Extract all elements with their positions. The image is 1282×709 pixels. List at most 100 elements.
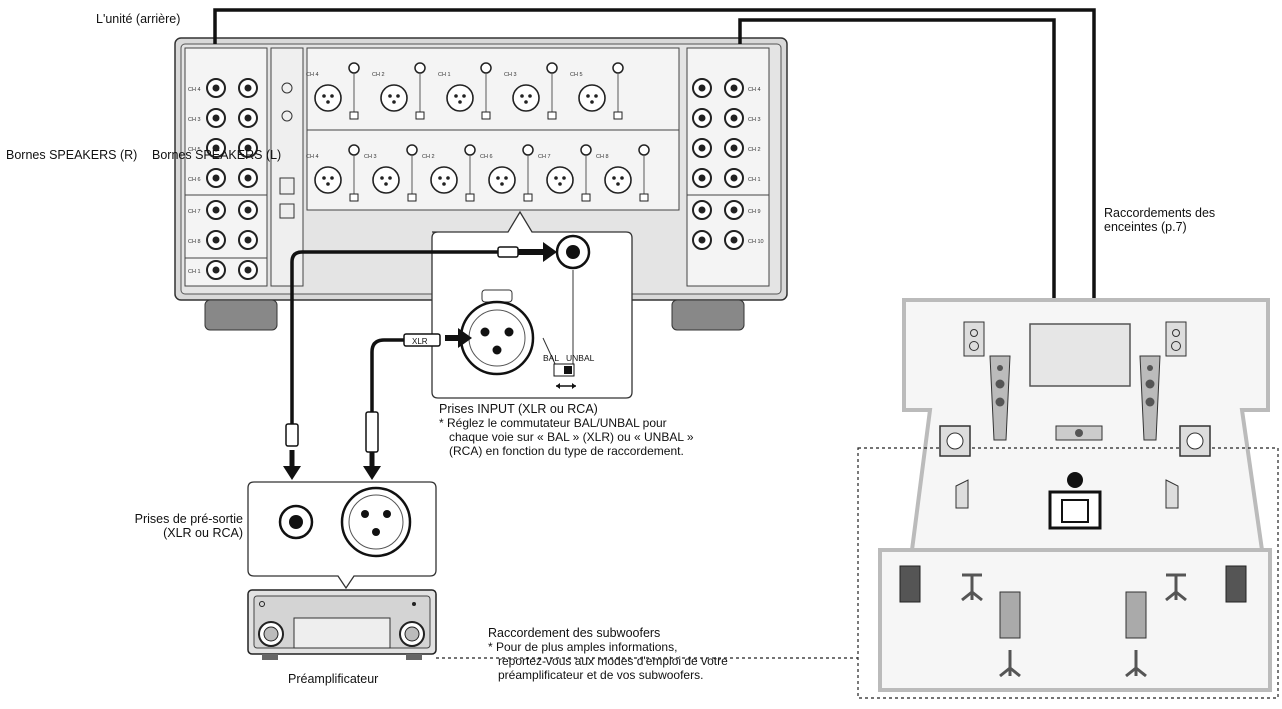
- front-speakers: [963, 321, 1187, 441]
- input-jack: CH 7: [538, 144, 592, 202]
- cables: [213, 8, 1096, 440]
- subwoofer-note-line-2: reportez-vous aux modes d'emploi de votr…: [498, 654, 728, 668]
- input-channel-label: CH 8: [596, 154, 609, 160]
- terminal-post-core: [212, 174, 220, 182]
- terminal-post-core: [212, 144, 220, 152]
- xlr-pin: [438, 176, 442, 180]
- input-jack: CH 2: [422, 144, 476, 202]
- preout-line-1: Prises de pré-sortie: [134, 512, 243, 526]
- right-speaker-terminals: CH 4CH 3CH 2CH 1CH 9CH 10: [692, 78, 764, 250]
- terminal-post-core: [730, 206, 738, 214]
- terminal-channel-label: CH 1: [188, 269, 201, 275]
- xlr-jack: [578, 84, 606, 112]
- input-note-line-2: chaque voie sur « BAL » (XLR) ou « UNBAL…: [449, 430, 694, 444]
- terminal-post-core: [698, 144, 706, 152]
- xlr-jack: [546, 166, 574, 194]
- input-detail-callout: BAL UNBAL: [431, 210, 633, 399]
- xlr-pin: [562, 176, 566, 180]
- terminal-channel-label: CH 5: [188, 147, 201, 153]
- rca-plug: [497, 246, 519, 258]
- terminal-post-core: [212, 206, 220, 214]
- xlr-pin: [392, 100, 396, 104]
- terminal-row: CH 9: [692, 200, 761, 220]
- rca-jack: [522, 144, 534, 156]
- terminal-channel-label: CH 1: [748, 177, 761, 183]
- input-jack: CH 6: [480, 144, 534, 202]
- xlr-pin: [326, 100, 330, 104]
- input-jack: CH 3: [504, 62, 558, 120]
- rca-jack: [464, 144, 476, 156]
- input-jacks-label: Prises INPUT (XLR ou RCA) * Réglez le co…: [439, 402, 694, 458]
- unbal-label: UNBAL: [566, 353, 595, 363]
- rca-jack: [580, 144, 592, 156]
- input-jack: CH 2: [372, 62, 426, 120]
- xlr-pin: [528, 94, 532, 98]
- xlr-pin: [504, 176, 508, 180]
- rca-jack: [414, 62, 426, 74]
- speakers-r-label: Bornes SPEAKERS (R): [6, 148, 138, 162]
- xlr-pin: [330, 176, 334, 180]
- subwoofer-note-line-3: préamplificateur et de vos subwoofers.: [498, 668, 704, 682]
- xlr-pin: [446, 176, 450, 180]
- preout-callout: [247, 481, 437, 590]
- terminal-row: CH 5: [188, 138, 258, 158]
- terminal-row: CH 3: [188, 108, 258, 128]
- input-title: Prises INPUT (XLR ou RCA): [439, 402, 598, 416]
- speaker-connections-line-1: Raccordements des: [1104, 206, 1216, 220]
- xlr-pin: [524, 100, 528, 104]
- bal-unbal-switch: [349, 111, 359, 120]
- xlr-jack: [314, 166, 342, 194]
- xlr-plug-tag: XLR: [412, 337, 428, 346]
- terminal-post-core: [698, 206, 706, 214]
- terminal-channel-label: CH 6: [188, 177, 201, 183]
- bal-unbal-switch: [415, 111, 425, 120]
- bal-unbal-switch: [481, 111, 491, 120]
- speakers-l-label: Bornes SPEAKERS (L): [152, 148, 282, 162]
- preout-label: Prises de pré-sortie (XLR ou RCA): [135, 512, 243, 540]
- input-channel-label: CH 2: [372, 72, 385, 78]
- terminal-row: CH 2: [692, 138, 761, 158]
- input-channel-label: CH 4: [306, 154, 319, 160]
- terminal-post-core: [212, 266, 220, 274]
- terminal-post-core: [698, 174, 706, 182]
- xlr-pin: [554, 176, 558, 180]
- input-note-line-3: (RCA) en fonction du type de raccordemen…: [449, 444, 684, 458]
- xlr-pin: [380, 176, 384, 180]
- input-channel-label: CH 2: [422, 154, 435, 160]
- terminal-post-core: [244, 266, 252, 274]
- bal-unbal-switch: [465, 193, 475, 202]
- preamplifier: [247, 589, 437, 660]
- terminal-channel-label: CH 4: [748, 87, 761, 93]
- xlr-jack: [488, 166, 516, 194]
- xlr-pin: [520, 94, 524, 98]
- xlr-pin: [322, 176, 326, 180]
- unit-rear-label: L'unité (arrière): [96, 12, 181, 26]
- rca-jack: [612, 62, 624, 74]
- xlr-jack: [372, 166, 400, 194]
- terminal-post-core: [698, 114, 706, 122]
- subwoofer-label: Raccordement des subwoofers * Pour de pl…: [488, 626, 728, 682]
- terminal-row: CH 1: [692, 168, 761, 188]
- terminal-channel-label: CH 9: [748, 209, 761, 215]
- xlr-pin: [388, 176, 392, 180]
- input-channel-label: CH 1: [438, 72, 451, 78]
- input-channel-label: CH 3: [364, 154, 377, 160]
- xlr-pin: [594, 94, 598, 98]
- bal-unbal-switch: [547, 111, 557, 120]
- terminal-channel-label: CH 7: [188, 209, 201, 215]
- rca-jack: [406, 144, 418, 156]
- xlr-pin: [558, 182, 562, 186]
- terminal-row: CH 7: [188, 200, 258, 220]
- bal-unbal-switch: [349, 193, 359, 202]
- xlr-pin: [326, 182, 330, 186]
- rca-jack: [348, 144, 360, 156]
- bal-label: BAL: [543, 353, 559, 363]
- xlr-pin: [388, 94, 392, 98]
- speaker-connections-line-2: enceintes (p.7): [1104, 220, 1187, 234]
- rca-jack: [480, 62, 492, 74]
- terminal-post-core: [244, 114, 252, 122]
- xlr-pin: [442, 182, 446, 186]
- xlr-jack: [380, 84, 408, 112]
